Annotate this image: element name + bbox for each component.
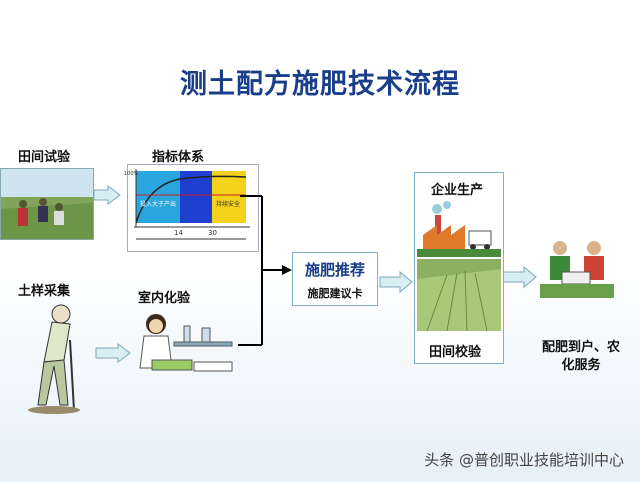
page-title: 测土配方施肥技术流程 xyxy=(180,69,460,100)
chart-tick-14: 14 xyxy=(174,229,183,237)
production-verify-panel: 企业生产 田间校验 xyxy=(414,172,504,364)
watermark: 头条 @普创职业技能培训中心 xyxy=(424,451,624,469)
label-field-verify: 田间校验 xyxy=(429,345,482,360)
service-label-2: 化服务 xyxy=(561,358,601,373)
chart-y-tick: 100% xyxy=(124,171,139,177)
label-soil-sampling: 土样采集 xyxy=(18,284,71,299)
lab-test-figure xyxy=(130,308,234,380)
label-indicator-system: 指标体系 xyxy=(152,150,205,165)
service-label-1: 配肥到户、农 xyxy=(541,340,620,355)
chart-zone-1: 投入大于产出 xyxy=(140,201,177,208)
factory-figure xyxy=(417,201,501,257)
label-enterprise: 企业生产 xyxy=(431,183,484,198)
recommend-label: 施肥推荐 xyxy=(304,261,365,279)
label-lab-test: 室内化验 xyxy=(138,291,191,306)
indicator-chart: 100% 投入大于产出 持续安全 14 30 xyxy=(124,164,259,252)
service-figure xyxy=(540,236,614,298)
recommendation-box: 施肥推荐 施肥建议卡 xyxy=(292,252,378,306)
chart-zone-2: 持续安全 xyxy=(216,201,241,208)
field-test-photo xyxy=(0,168,94,240)
chart-tick-30: 30 xyxy=(208,229,217,237)
soil-sampling-figure xyxy=(14,300,89,415)
card-label: 施肥建议卡 xyxy=(307,287,363,300)
label-field-test: 田间试验 xyxy=(18,150,71,165)
wheat-field-figure xyxy=(417,259,501,331)
